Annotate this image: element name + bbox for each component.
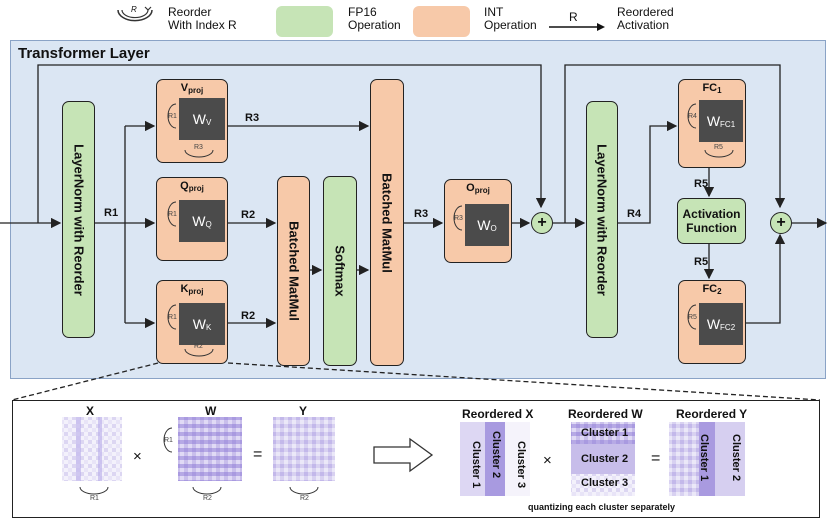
fc1-out-reorder: R5 bbox=[714, 144, 723, 151]
activation-function-block: Activation Function bbox=[677, 198, 746, 244]
reorder-icon-letter: R bbox=[131, 5, 137, 14]
reordered-w-cluster-1: Cluster 1 bbox=[581, 427, 629, 439]
zoom-times-1: × bbox=[133, 448, 142, 465]
edge-label-r1: R1 bbox=[104, 207, 119, 219]
edge-label-r5-fc2: R5 bbox=[694, 256, 709, 268]
edge-label-r3-v: R3 bbox=[245, 112, 260, 124]
o-proj-title: Oproj bbox=[466, 182, 490, 195]
residual-add-2: + bbox=[770, 212, 792, 234]
zoom-times-2: × bbox=[543, 452, 552, 469]
zoom-caption: quantizing each cluster separately bbox=[528, 502, 676, 512]
batched-matmul-2: Batched MatMul bbox=[370, 79, 404, 366]
layernorm-reorder-2: LayerNorm with Reorder bbox=[586, 101, 618, 338]
fp16-legend-label: FP16 Operation bbox=[348, 5, 401, 32]
zoom-w-side-reorder: R1 bbox=[164, 437, 173, 444]
fc2-title: FC2 bbox=[702, 283, 722, 296]
batched-matmul-1: Batched MatMul bbox=[277, 176, 310, 366]
fp16-swatch bbox=[276, 6, 333, 37]
fc1-in-reorder: R4 bbox=[688, 113, 697, 120]
v-out-reorder: R3 bbox=[194, 144, 203, 151]
fc2-in-reorder: R5 bbox=[688, 314, 697, 321]
int-swatch bbox=[413, 6, 470, 37]
k-in-reorder: R1 bbox=[168, 314, 177, 321]
reorder-legend-label: Reorder With Index R bbox=[168, 5, 237, 32]
reordered-y-cluster-1: Cluster 1 bbox=[698, 434, 710, 482]
q-in-reorder: R1 bbox=[168, 211, 177, 218]
reorder-icon bbox=[117, 6, 605, 31]
q-proj-title: Qproj bbox=[180, 180, 204, 193]
arrow-legend-letter: R bbox=[569, 10, 578, 24]
zoom-x-reorder: R1 bbox=[90, 495, 99, 502]
zoom-x-label: X bbox=[86, 404, 95, 418]
reordered-w-cluster-2: Cluster 2 bbox=[581, 453, 629, 465]
softmax-block: Softmax bbox=[323, 176, 357, 366]
edge-label-r5-act: R5 bbox=[694, 178, 709, 190]
reordered-x-cluster-3: Cluster 3 bbox=[515, 441, 527, 489]
reordered-w-cluster-3: Cluster 3 bbox=[581, 477, 629, 489]
o-in-reorder: R3 bbox=[454, 215, 463, 222]
v-in-reorder: R1 bbox=[168, 113, 177, 120]
k-out-reorder: R2 bbox=[194, 343, 203, 350]
reordered-y-cluster-2: Cluster 2 bbox=[730, 434, 742, 482]
zoom-y-reorder: R2 bbox=[300, 495, 309, 502]
edge-label-r3-o: R3 bbox=[414, 208, 429, 220]
zoom-equals-2: = bbox=[651, 450, 661, 467]
zoom-equals-1: = bbox=[253, 446, 263, 463]
activation-label: Activation Function bbox=[682, 207, 741, 235]
edge-label-r4: R4 bbox=[627, 208, 642, 220]
zoom-w-reorder: R2 bbox=[203, 495, 212, 502]
int-legend-label: INT Operation bbox=[484, 5, 537, 32]
transformer-layer-title: Transformer Layer bbox=[18, 45, 150, 62]
reordered-x-label: Reordered X bbox=[462, 407, 534, 421]
edge-label-r2-k: R2 bbox=[241, 310, 256, 322]
edge-label-r2-q: R2 bbox=[241, 209, 256, 221]
reordered-legend-label: Reordered Activation bbox=[617, 5, 674, 32]
layernorm-reorder-1: LayerNorm with Reorder bbox=[62, 101, 95, 338]
zoom-y-label: Y bbox=[299, 404, 308, 418]
residual-add-1: + bbox=[531, 212, 553, 234]
zoom-w-label: W bbox=[205, 404, 217, 418]
reordered-y-label: Reordered Y bbox=[676, 407, 748, 421]
reordered-x-cluster-2: Cluster 2 bbox=[490, 431, 502, 479]
k-proj-title: Kproj bbox=[180, 283, 204, 296]
v-proj-title: Vproj bbox=[180, 82, 204, 95]
reordered-x-cluster-1: Cluster 1 bbox=[470, 441, 482, 489]
reordered-w-label: Reordered W bbox=[568, 407, 643, 421]
fc1-title: FC1 bbox=[702, 82, 722, 95]
